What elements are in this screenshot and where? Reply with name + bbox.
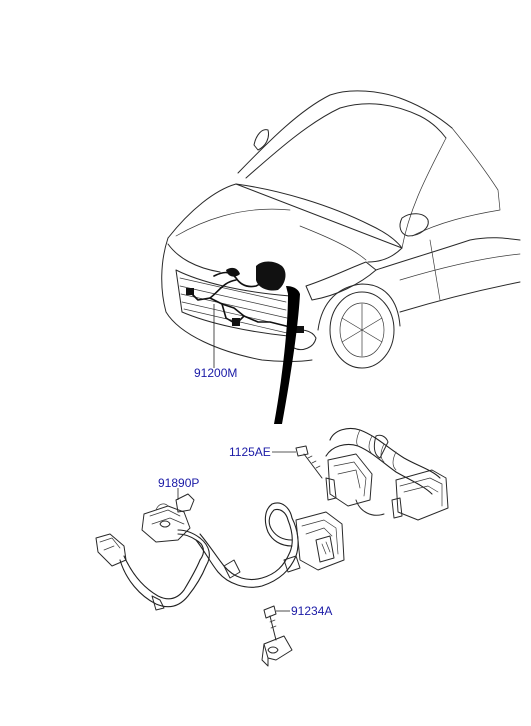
bolt-1125ae bbox=[295, 445, 323, 479]
wheel-arch bbox=[317, 283, 401, 331]
harness-module bbox=[256, 261, 286, 291]
car-illustration bbox=[161, 90, 521, 369]
hood-outline bbox=[167, 183, 403, 263]
side-window bbox=[411, 127, 501, 237]
front-harness-on-car bbox=[186, 261, 304, 333]
windshield-top bbox=[245, 103, 447, 179]
harness-connector-3 bbox=[296, 326, 304, 333]
sensor-module bbox=[141, 505, 191, 543]
side-sill bbox=[399, 281, 521, 313]
a-pillar bbox=[401, 137, 447, 249]
hood-crease-left bbox=[175, 208, 291, 237]
headlight-left bbox=[167, 243, 221, 273]
label-1125ae: 1125AE bbox=[229, 445, 271, 459]
front-wheel bbox=[329, 291, 395, 369]
label-91234a: 91234A bbox=[291, 604, 333, 618]
front-fender bbox=[375, 237, 521, 271]
hood-crease-right bbox=[299, 225, 367, 261]
front-wheel-rim bbox=[339, 302, 385, 358]
windshield-bottom bbox=[235, 183, 403, 249]
cable-clip-1 bbox=[223, 559, 241, 579]
car-roof-line bbox=[237, 90, 453, 174]
headlight-right bbox=[305, 261, 377, 301]
cable-assembly-91890p bbox=[95, 493, 345, 611]
label-91200m: 91200M bbox=[194, 366, 238, 380]
callout-arrow bbox=[274, 286, 300, 424]
harness-plug bbox=[226, 267, 240, 277]
harness-connector-2 bbox=[232, 318, 240, 326]
bracket-91234a bbox=[261, 605, 293, 667]
harness-connector-1 bbox=[186, 288, 194, 295]
roof-antenna bbox=[253, 129, 269, 151]
wheel-spokes bbox=[341, 303, 383, 357]
left-connector bbox=[95, 533, 127, 567]
right-connector bbox=[295, 511, 345, 571]
body-crease bbox=[399, 253, 521, 281]
cable-clip-2 bbox=[283, 555, 301, 573]
side-mirror bbox=[399, 213, 429, 237]
charging-socket-assembly bbox=[325, 427, 449, 521]
label-91890p: 91890P bbox=[158, 476, 200, 490]
